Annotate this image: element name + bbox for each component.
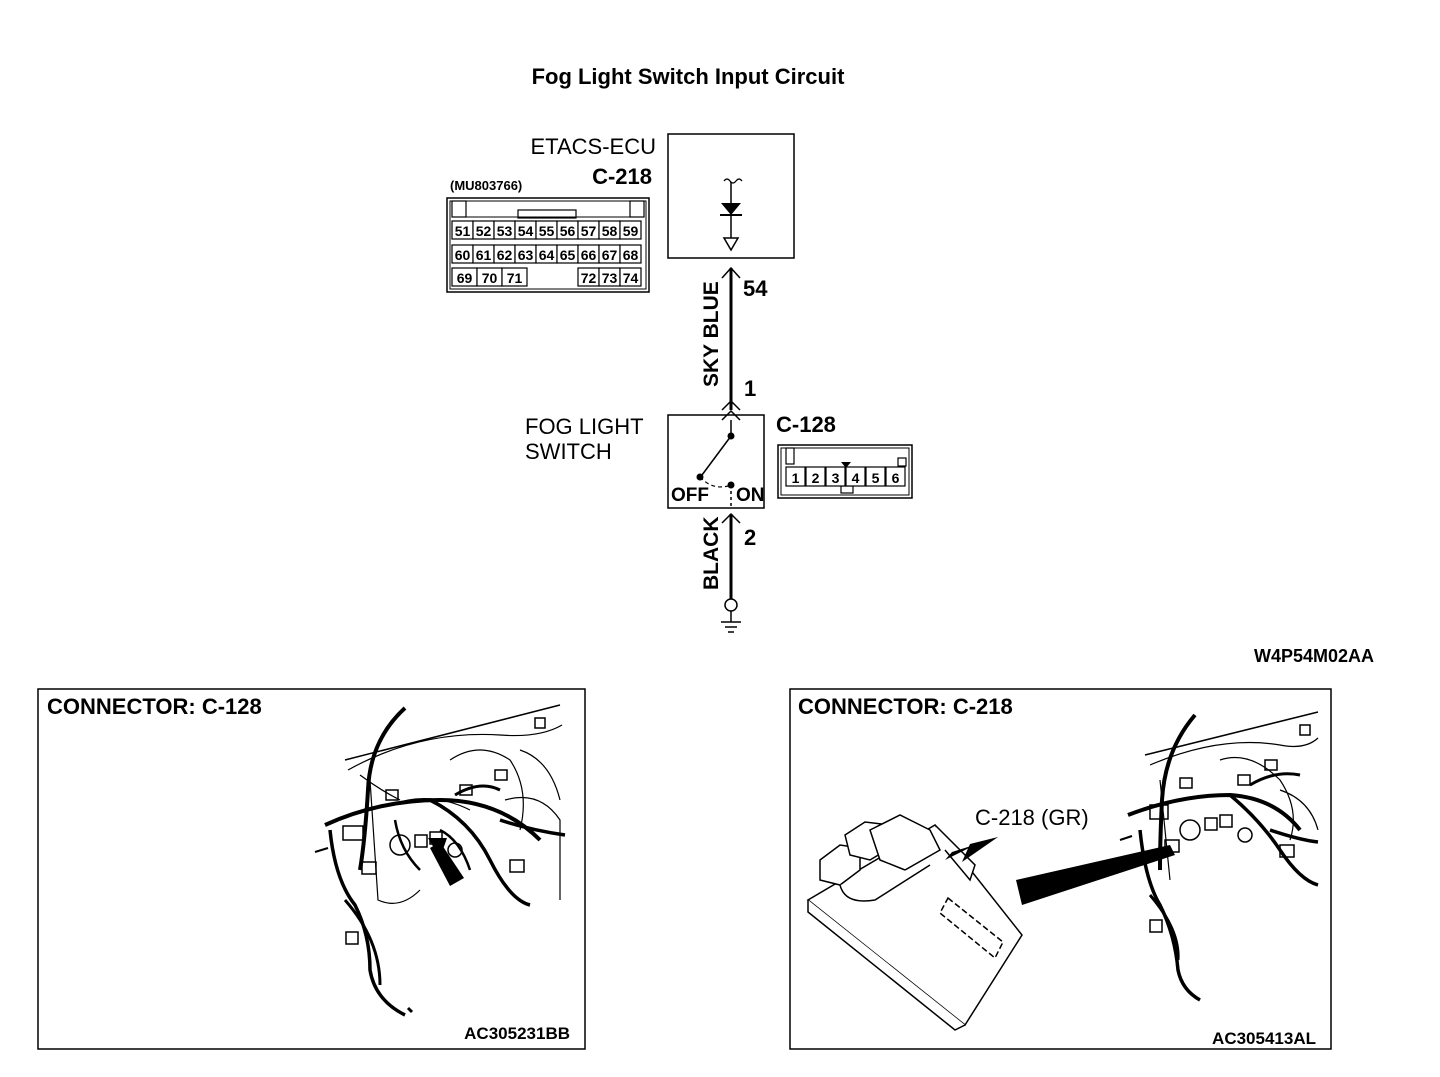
- switch-name-line2: SWITCH: [525, 439, 612, 464]
- pin-number: 59: [623, 223, 639, 239]
- pin-number: 69: [457, 270, 473, 286]
- pin-number: 5: [872, 470, 880, 486]
- pin-number: 2: [812, 470, 820, 486]
- switch-box: [667, 414, 765, 509]
- arrow-icon: [962, 837, 998, 862]
- pin-number: 60: [455, 247, 471, 263]
- pin-number: 1: [792, 470, 800, 486]
- connector-pin: 65: [556, 244, 579, 264]
- switch-terminal-top: 1: [744, 376, 756, 401]
- switch-connector-label: C-128: [776, 412, 836, 437]
- ecu-terminal-number: 54: [743, 276, 768, 301]
- pointer-wedge: [1016, 845, 1175, 905]
- right-panel-code: AC305413AL: [1212, 1029, 1316, 1048]
- switch-off-label: OFF: [671, 485, 709, 506]
- pin-number: 66: [581, 247, 597, 263]
- pin-number: 70: [482, 270, 498, 286]
- pin-number: 52: [476, 223, 492, 239]
- left-panel-title: CONNECTOR: C-128: [47, 694, 262, 719]
- connector-pin: 5: [865, 466, 886, 487]
- lower-wire: [721, 512, 741, 612]
- left-panel-code: AC305231BB: [464, 1024, 570, 1043]
- ecu-part-number: (MU803766): [450, 178, 522, 193]
- connector-pin: 68: [619, 244, 642, 264]
- pin-number: 55: [539, 223, 555, 239]
- pin-number: 72: [581, 270, 597, 286]
- connector-pin: 61: [472, 244, 495, 264]
- switch-on-label: ON: [736, 485, 765, 506]
- dashboard-illustration-left: [314, 704, 566, 1017]
- connector-pin: 64: [535, 244, 558, 264]
- pin-number: 68: [623, 247, 639, 263]
- connector-c128-panel: CONNECTOR: C-128 AC305231BB: [37, 688, 586, 1050]
- connector-pin: 72: [577, 267, 600, 287]
- connector-pin: 69: [451, 267, 478, 287]
- connector-pin: 6: [885, 466, 906, 487]
- pin-number: 57: [581, 223, 597, 239]
- connector-pin: 63: [514, 244, 537, 264]
- pin-number: 58: [602, 223, 618, 239]
- ecu-module-illustration: [806, 814, 1023, 1031]
- connector-pin: 2: [805, 466, 826, 487]
- pin-number: 63: [518, 247, 534, 263]
- ecu-box: [667, 133, 795, 259]
- connector-pin: 74: [619, 267, 642, 287]
- connector-c218-panel: CONNECTOR: C-218 AC305413AL C-218 (GR): [789, 688, 1332, 1050]
- connector-pin: 71: [501, 267, 528, 287]
- pin-number: 53: [497, 223, 513, 239]
- diagram-title: Fog Light Switch Input Circuit: [532, 64, 846, 89]
- connector-pin: 70: [476, 267, 503, 287]
- pin-number: 56: [560, 223, 576, 239]
- pin-number: 65: [560, 247, 576, 263]
- ground-symbol: [721, 611, 741, 633]
- connector-pin: 73: [598, 267, 621, 287]
- ecu-connector-label: C-218: [592, 164, 652, 189]
- ecu-name: ETACS-ECU: [531, 134, 657, 159]
- pin-number: 6: [892, 470, 900, 486]
- connector-pin: 1: [785, 466, 806, 487]
- connector-pin: 52: [472, 220, 495, 240]
- pin-number: 64: [539, 247, 555, 263]
- connector-pin: 4: [845, 466, 866, 487]
- connector-pin: 57: [577, 220, 600, 240]
- pin-number: 67: [602, 247, 618, 263]
- connector-pin: 55: [535, 220, 558, 240]
- switch-name-line1: FOG LIGHT: [525, 414, 644, 439]
- diagram-code: W4P54M02AA: [1254, 646, 1374, 666]
- pin-number: 3: [832, 470, 840, 486]
- pin-number: 74: [623, 270, 639, 286]
- connector-pin: 3: [825, 466, 846, 487]
- upper-wire: [721, 266, 741, 421]
- pin-number: 54: [518, 223, 534, 239]
- pin-number: 51: [455, 223, 471, 239]
- right-panel-callout: C-218 (GR): [975, 805, 1089, 830]
- switch-terminal-bottom: 2: [744, 525, 756, 550]
- pin-number: 62: [497, 247, 513, 263]
- connector-pin: 59: [619, 220, 642, 240]
- right-panel-title: CONNECTOR: C-218: [798, 694, 1013, 719]
- connector-pin: 51: [451, 220, 474, 240]
- dashboard-illustration-right: [1119, 711, 1319, 1002]
- connector-pin: 58: [598, 220, 621, 240]
- connector-pin: 66: [577, 244, 600, 264]
- connector-pin: 67: [598, 244, 621, 264]
- wire-color-black: BLACK: [700, 517, 723, 591]
- ecu-connector-face: 51 52 53 54 55 56 57 58 59 60 61 62 63 64 65 66 67 68 69 70…: [446, 197, 650, 293]
- wire-color-sky-blue: SKY BLUE: [700, 281, 723, 387]
- connector-pin: 53: [493, 220, 516, 240]
- pin-number: 73: [602, 270, 618, 286]
- connector-pin: 56: [556, 220, 579, 240]
- pin-number: 61: [476, 247, 492, 263]
- pin-number: 4: [852, 470, 860, 486]
- connector-pin: 60: [451, 244, 474, 264]
- connector-pin: 62: [493, 244, 516, 264]
- connector-pin: 54: [514, 220, 537, 240]
- pin-number: 71: [507, 270, 523, 286]
